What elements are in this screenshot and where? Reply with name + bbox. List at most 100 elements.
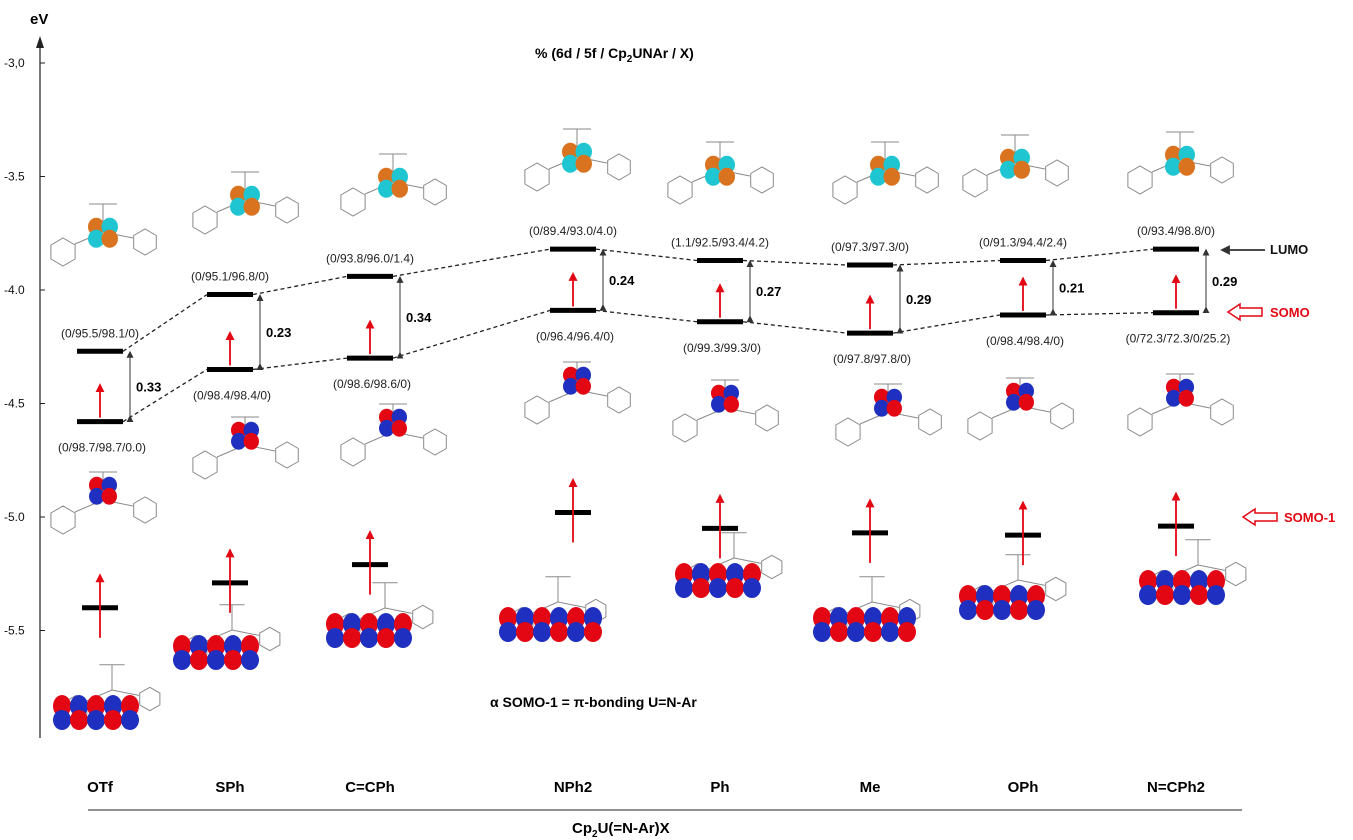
ring-shape	[750, 166, 774, 194]
ring-shape	[133, 228, 157, 256]
orbital-lobe	[726, 578, 744, 598]
orbital-lobe	[883, 167, 900, 186]
orbital-lobe	[516, 622, 534, 642]
y-axis-unit: eV	[30, 11, 48, 28]
ligand-label: NPh2	[554, 779, 592, 796]
orbital-lobe	[1000, 160, 1017, 179]
ring-shape	[672, 413, 698, 443]
somo1-legend-label: SOMO-1	[1284, 510, 1335, 525]
axis-arrow-icon	[36, 36, 44, 48]
lumo-connector	[595, 248, 698, 262]
bond-line	[871, 601, 900, 608]
somo-composition: (0/72.3/72.3/0/25.2)	[1126, 332, 1231, 346]
somo-orbital-5	[874, 388, 902, 417]
orbital-lobe	[391, 179, 408, 198]
level-connectors	[122, 248, 1154, 423]
lumo-orbital-1	[230, 185, 260, 216]
orbital-lobe	[379, 419, 395, 437]
orbital-lobe	[243, 197, 260, 216]
orbital-lobe	[1190, 585, 1208, 605]
orbital-lobe	[562, 154, 579, 173]
ring-shape	[607, 153, 631, 181]
somo-orbital-6	[1006, 382, 1034, 411]
orbital-lobe	[1207, 585, 1225, 605]
orbital-lobe	[711, 395, 727, 413]
gap-value: 0.21	[1059, 281, 1084, 296]
y-tick-label: -3,0	[4, 56, 25, 70]
orbital-lobe	[1165, 157, 1182, 176]
orbital-lobe	[89, 487, 105, 505]
orbital-lobe	[1006, 393, 1022, 411]
somo-composition: (0/96.4/96.4/0)	[536, 329, 614, 343]
ligand-label: OPh	[1008, 779, 1039, 796]
orbital-lobe	[1139, 585, 1157, 605]
ring-shape	[1045, 159, 1069, 187]
orbital-lobe	[723, 395, 739, 413]
diagram-title: % (6d / 5f / Cp2UNAr / X)	[535, 45, 694, 65]
orbital-lobe	[709, 578, 727, 598]
orbital-lobe	[231, 432, 247, 450]
orbital-lobe	[1166, 389, 1182, 407]
lumo-molecule-6	[962, 134, 1069, 198]
y-tick-label: -4.0	[4, 283, 25, 297]
lumo-orbital-0	[88, 217, 118, 248]
lumo-composition: (0/91.3/94.4/2.4)	[979, 235, 1067, 249]
orbital-lobe	[1027, 600, 1045, 620]
orbital-lobe	[870, 167, 887, 186]
ring-shape	[1050, 402, 1074, 430]
ring-shape	[918, 408, 942, 436]
y-tick-label: -4.5	[4, 397, 25, 411]
orbital-lobe	[874, 399, 890, 417]
orbital-lobe	[584, 622, 602, 642]
orbital-lobe	[847, 622, 865, 642]
bond-line	[231, 629, 260, 636]
somo-orbital-1	[231, 421, 259, 450]
lumo-orbital-7	[1165, 145, 1195, 176]
orbital-lobe	[976, 600, 994, 620]
ring-shape	[50, 237, 76, 267]
ring-shape	[962, 168, 988, 198]
somo-connector	[595, 309, 698, 323]
orbital-lobe	[207, 650, 225, 670]
y-tick-label: -3.5	[4, 170, 25, 184]
somo-composition: (0/98.7/98.7/0.0)	[58, 441, 146, 455]
orbital-lobe	[881, 622, 899, 642]
ring-shape	[50, 505, 76, 535]
ring-shape	[275, 196, 299, 224]
orbital-lobe	[575, 377, 591, 395]
lumo-orbital-6	[1000, 148, 1030, 179]
ring-shape	[915, 166, 939, 194]
bond-line	[1017, 579, 1046, 586]
lumo-connector	[892, 259, 1001, 266]
ligand-label: Ph	[710, 779, 729, 796]
lumo-orbital-3	[562, 142, 592, 173]
lumo-composition: (0/97.3/97.3/0)	[831, 240, 909, 254]
somo1-caption: α SOMO-1 = π-bonding U=N-Ar	[490, 694, 697, 710]
orbital-lobe	[230, 197, 247, 216]
orbital-lobe	[121, 710, 139, 730]
orbital-lobe	[550, 622, 568, 642]
somo1-orbital-0	[53, 695, 139, 730]
ring-shape	[1127, 165, 1153, 195]
orbital-lobe	[743, 578, 761, 598]
orbital-lobe	[567, 622, 585, 642]
somo1-orbital-6	[959, 585, 1045, 620]
orbital-lobe	[377, 628, 395, 648]
orbital-lobe	[104, 710, 122, 730]
orbital-lobe	[53, 710, 71, 730]
lumo-composition: (0/95.1/96.8/0)	[191, 270, 269, 284]
orbital-lobe	[898, 622, 916, 642]
gap-value: 0.29	[1212, 274, 1237, 289]
lumo-connector	[252, 275, 348, 296]
y-tick-label: -5.5	[4, 624, 25, 638]
lumo-orbital-5	[870, 155, 900, 186]
orbital-lobe	[1010, 600, 1028, 620]
ring-shape	[423, 428, 447, 456]
somo-connector	[392, 309, 551, 359]
ring-shape	[1210, 156, 1234, 184]
lumo-orbital-4	[705, 155, 735, 186]
orbital-lobe	[1013, 160, 1030, 179]
ligand-label: N=CPh2	[1147, 779, 1205, 796]
orbital-lobe	[959, 600, 977, 620]
orbital-lobe	[243, 432, 259, 450]
